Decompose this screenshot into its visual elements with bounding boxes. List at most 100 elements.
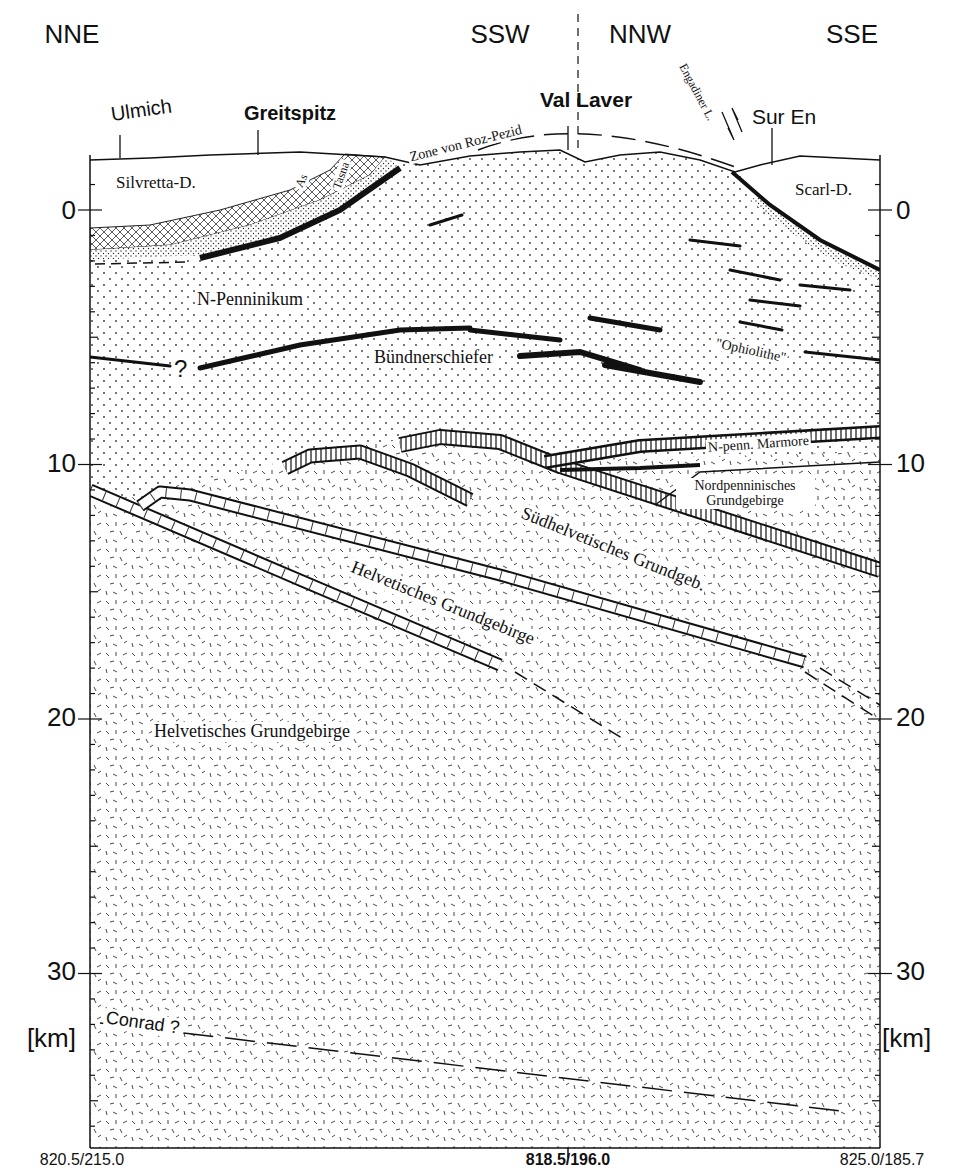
axis-unit: [km] xyxy=(882,1024,931,1053)
axis-tick xyxy=(90,362,95,363)
place-tick xyxy=(771,128,772,165)
axis-tick xyxy=(90,846,98,847)
axis-tick xyxy=(868,973,880,974)
axis-tick xyxy=(90,998,95,999)
axis-tick xyxy=(875,1075,880,1076)
axis-tick xyxy=(875,260,880,261)
section-line xyxy=(285,452,470,500)
axis-tick xyxy=(875,515,880,516)
section-line xyxy=(545,432,880,462)
axis-number: 10 xyxy=(896,449,925,478)
axis-tick xyxy=(90,413,95,414)
hatched-band xyxy=(285,432,880,570)
axis-tick xyxy=(90,1100,98,1101)
section-line xyxy=(430,215,462,225)
section-line xyxy=(90,150,880,1148)
place-name: Val Laver xyxy=(540,88,632,111)
section-line xyxy=(285,452,470,500)
axis-tick xyxy=(875,235,880,236)
axis-tick xyxy=(875,1126,880,1127)
section-line xyxy=(590,318,660,330)
section-line xyxy=(515,672,625,740)
axis-tick xyxy=(875,642,880,643)
axis-tick xyxy=(90,1075,95,1076)
axis-tick xyxy=(872,846,880,847)
axis-tick xyxy=(90,260,95,261)
axis-tick xyxy=(90,337,98,338)
thrust-line xyxy=(95,262,190,264)
axis-tick xyxy=(90,693,95,694)
axis-tick xyxy=(90,540,95,541)
axis-tick xyxy=(90,184,95,185)
section-line xyxy=(90,357,170,366)
axis-tick xyxy=(875,388,880,389)
axis-tick xyxy=(872,591,880,592)
zone-name: Zone von Roz-Pezid xyxy=(406,121,525,165)
axis-number: 0 xyxy=(896,196,910,225)
axis-tick xyxy=(90,235,95,236)
axis-tick xyxy=(90,718,102,719)
axis-tick xyxy=(90,617,95,618)
coordinate: 825.0/185.7 xyxy=(840,1151,925,1169)
axis-tick xyxy=(868,464,880,465)
axis-tick xyxy=(90,973,102,974)
axis-tick xyxy=(90,388,95,389)
fault-name: Engadiner L. xyxy=(676,61,717,123)
axis-tick xyxy=(78,718,90,719)
section-line xyxy=(750,300,800,306)
section-line xyxy=(545,432,880,462)
axis-tick xyxy=(868,718,880,719)
place-name: Sur En xyxy=(752,105,816,128)
section-line xyxy=(470,330,560,340)
section-line xyxy=(560,465,700,470)
axis-tick xyxy=(875,871,880,872)
place-name: Greitspitz xyxy=(244,102,336,124)
thrust-line xyxy=(732,172,880,270)
axis-number: 10 xyxy=(47,449,76,478)
place-tick xyxy=(567,126,568,150)
axis-tick xyxy=(875,286,880,287)
direction-label: NNE xyxy=(45,20,100,49)
place-tick xyxy=(257,130,258,155)
conrad-line xyxy=(100,1023,850,1112)
axis-tick xyxy=(90,871,95,872)
axis-tick xyxy=(875,947,880,948)
coordinate: 818.5/196.0 xyxy=(526,1151,611,1169)
axis-tick xyxy=(90,922,95,923)
axis-tick xyxy=(875,540,880,541)
axis-number: 30 xyxy=(896,957,925,986)
section-line xyxy=(805,352,880,360)
axis-tick xyxy=(90,947,95,948)
axis-tick xyxy=(875,795,880,796)
axis-tick xyxy=(875,922,880,923)
axis-tick xyxy=(875,413,880,414)
axis-tick xyxy=(90,897,95,898)
penninic-fill xyxy=(90,150,880,1148)
axis-tick xyxy=(880,718,892,719)
section-line xyxy=(605,365,700,382)
axis-number: 30 xyxy=(47,957,76,986)
nappe-name: As xyxy=(292,170,311,191)
unit-name: N-penn. Marmore xyxy=(705,433,811,456)
axis-tick xyxy=(875,667,880,668)
axis-tick xyxy=(875,897,880,898)
axis-tick xyxy=(90,769,95,770)
axis-tick xyxy=(875,184,880,185)
axis-tick xyxy=(875,769,880,770)
axis-tick xyxy=(872,337,880,338)
fault-arrow xyxy=(732,108,742,132)
axis-tick xyxy=(90,1049,95,1050)
axis-tick xyxy=(90,515,95,516)
section-bend xyxy=(577,14,578,148)
unit-name: N-Penninikum xyxy=(195,290,305,310)
axis-number: 20 xyxy=(47,703,76,732)
direction-label: SSW xyxy=(470,20,529,49)
axis-tick xyxy=(875,744,880,745)
direction-label: SSE xyxy=(826,20,878,49)
axis-tick xyxy=(875,362,880,363)
axis-tick xyxy=(90,1024,95,1025)
query-mark: ? xyxy=(172,356,189,382)
axis-tick xyxy=(78,973,90,974)
ophiolite-lenses xyxy=(90,215,880,382)
fault-arrow xyxy=(722,112,734,140)
